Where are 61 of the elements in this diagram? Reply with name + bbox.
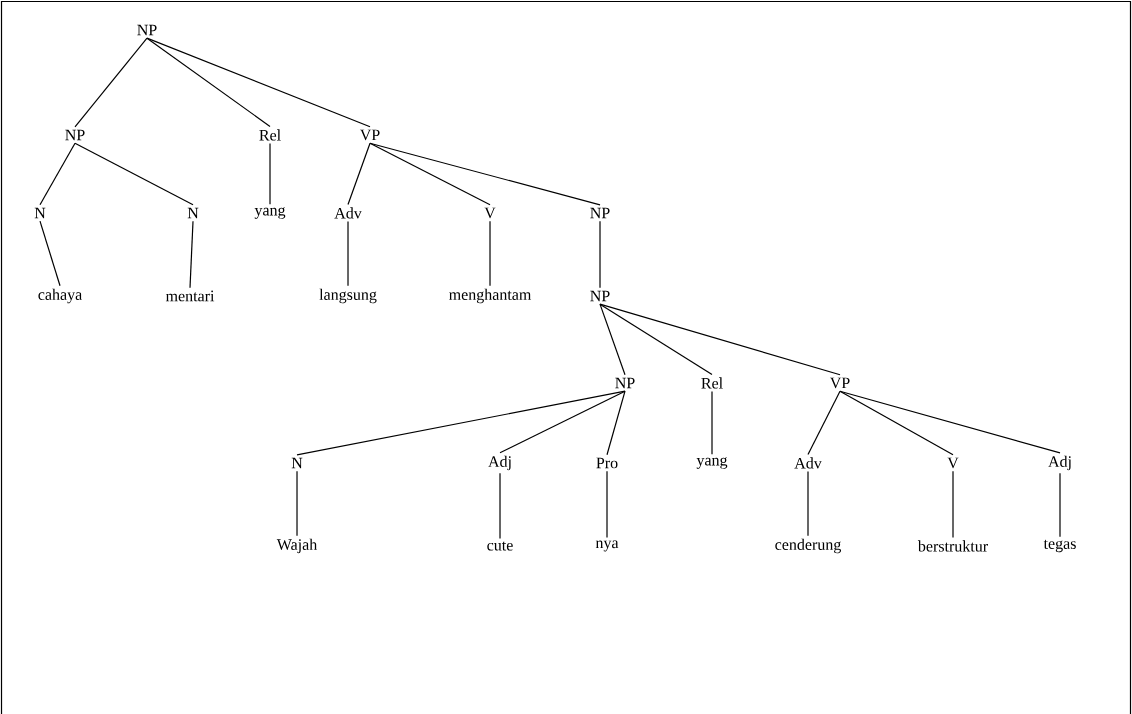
tree-branch (606, 470, 608, 539)
tree-branch (499, 390, 626, 454)
tree-label: berstruktur (917, 540, 988, 552)
tree-label: V (947, 457, 959, 469)
tree-label: Adv (794, 457, 822, 469)
tree-label: NP (615, 377, 635, 389)
tree-label: tegas (1043, 539, 1076, 553)
tree-branch (269, 142, 271, 205)
tree-branch (74, 37, 148, 128)
tree-label: mentari (165, 290, 215, 302)
tree-label: yang (254, 207, 286, 219)
tree-branch (952, 470, 954, 539)
tree-label: N (187, 207, 199, 219)
tree-branch (807, 470, 809, 537)
tree-branch (369, 142, 491, 206)
tree-branch (296, 470, 298, 537)
tree-label: yang (696, 457, 728, 469)
tree-label: menghantam (449, 288, 532, 304)
tree-label: cenderung (775, 538, 841, 554)
tree-label: nya (595, 540, 619, 552)
tree-branch (489, 220, 491, 287)
tree-branch (189, 220, 194, 289)
tree-branch (347, 220, 349, 287)
tree-label: NP (590, 290, 610, 302)
tree-branch (146, 37, 371, 128)
tree-branch (39, 220, 61, 287)
tree-label: NP (65, 129, 85, 141)
tree-label: VP (829, 377, 850, 389)
tree-label: N (34, 207, 46, 219)
tree-label: N (291, 457, 303, 469)
tree-label: VP (359, 129, 380, 141)
tree-label: Adv (334, 207, 362, 219)
tree-label: NP (590, 207, 610, 219)
tree-label: Rel (259, 129, 281, 141)
tree-branch (599, 303, 841, 376)
tree-label: NP (137, 24, 157, 36)
tree-label: cute (487, 541, 513, 551)
tree-label: Adj (488, 455, 511, 471)
tree-label: Pro (596, 457, 618, 469)
tree-label: cahaya (38, 288, 82, 304)
tree-label: Rel (701, 377, 723, 389)
tree-branch (839, 390, 1061, 454)
tree-branch (1059, 472, 1061, 538)
tree-label: langsung (319, 288, 377, 304)
tree-branch (839, 390, 954, 456)
tree-branch (711, 390, 713, 455)
tree-branch (39, 142, 76, 206)
tree-branch (296, 390, 626, 456)
tree-branch (599, 303, 626, 376)
tree-branch (347, 142, 371, 206)
tree-branch (499, 472, 501, 540)
tree-label: V (484, 207, 496, 219)
tree-branch (599, 303, 713, 376)
tree-branch (369, 142, 601, 206)
tree-branch (146, 37, 271, 128)
tree-branch (74, 142, 194, 206)
tree-label: Adj (1048, 455, 1071, 471)
tree-branch (599, 220, 601, 289)
tree-branch (807, 390, 841, 456)
tree-label: Wajah (276, 538, 318, 554)
tree-branch (606, 390, 626, 456)
